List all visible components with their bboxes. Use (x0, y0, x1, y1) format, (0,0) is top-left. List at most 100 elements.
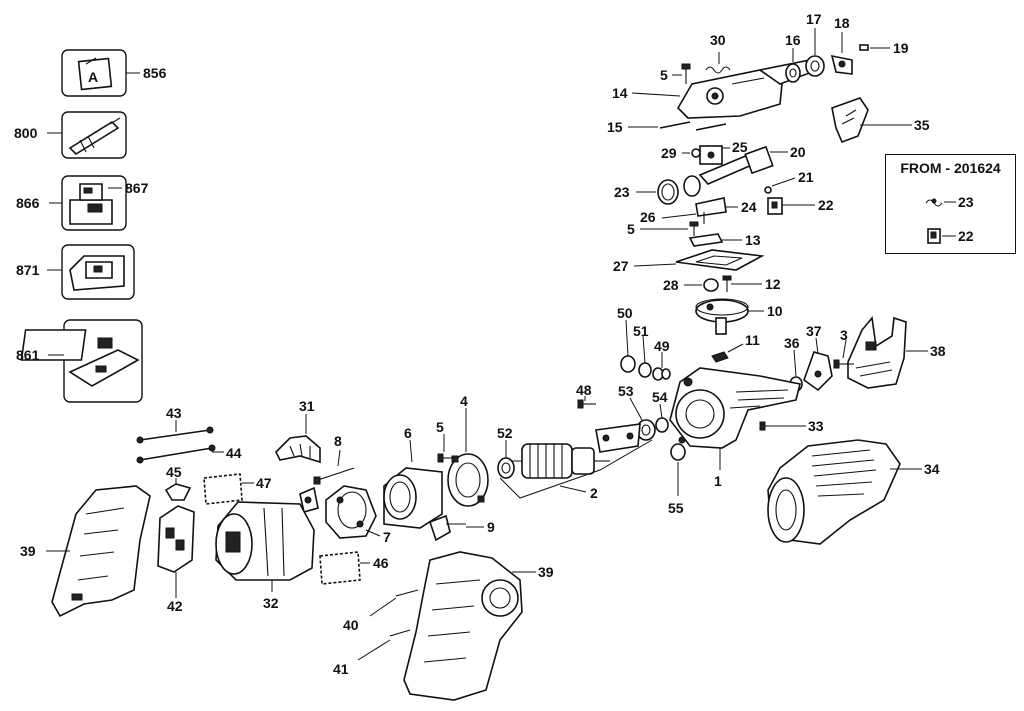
gear-10 (695, 298, 749, 335)
screw-5-top (681, 63, 691, 84)
screw-48 (577, 399, 596, 409)
callout-14: 14 (612, 85, 628, 101)
callout-25: 25 (732, 139, 748, 155)
callout-27: 27 (613, 258, 629, 274)
callout-20: 20 (790, 144, 806, 160)
brush-ring-4 (447, 453, 489, 507)
o-ring-23 (657, 179, 679, 205)
baffle-plate (595, 423, 641, 453)
bearing-50 (620, 355, 636, 373)
callout-21: 21 (798, 169, 814, 185)
callout-28: 28 (663, 277, 679, 293)
callout-19: 19 (893, 40, 909, 56)
callout-49: 49 (654, 338, 670, 354)
callout-48: 48 (576, 382, 592, 398)
o-ring-55 (670, 443, 686, 461)
screw-5-mid (689, 221, 699, 236)
callout-3: 3 (840, 327, 848, 343)
washer-17 (805, 55, 825, 77)
callout-26: 26 (640, 209, 656, 225)
battery-pack-icon (61, 175, 127, 231)
fan-cover-31 (275, 435, 321, 464)
handle-half-39-left (51, 485, 151, 618)
callout-29: 29 (661, 145, 677, 161)
callout-30: 30 (710, 32, 726, 48)
callout-2: 2 (590, 485, 598, 501)
callout-10: 10 (767, 303, 783, 319)
callout-4: 4 (460, 393, 468, 409)
inset-callout-23: 23 (958, 194, 974, 210)
manual-letter: A (88, 69, 98, 85)
callout-1: 1 (714, 473, 722, 489)
motor-end-7 (325, 485, 377, 539)
callout-5b: 5 (627, 221, 635, 237)
lever-18 (830, 54, 853, 75)
screw-8 (313, 467, 355, 485)
callout-55: 55 (668, 500, 684, 516)
callout-46: 46 (373, 555, 389, 571)
screw-33 (759, 421, 796, 431)
callout-866: 866 (16, 195, 40, 211)
callout-871: 871 (16, 262, 40, 278)
inset-callout-22: 22 (958, 228, 974, 244)
carrying-case-icon (20, 319, 143, 403)
callout-37: 37 (806, 323, 822, 339)
callout-18: 18 (834, 15, 850, 31)
callout-5a: 5 (660, 67, 668, 83)
callout-8: 8 (334, 433, 342, 449)
inset-parts: 23 22 (925, 194, 974, 244)
plunger-shaft-20 (683, 145, 774, 197)
washer-16 (785, 63, 801, 83)
bearing-52 (497, 457, 515, 479)
wire-44 (136, 444, 216, 464)
callout-800: 800 (14, 125, 38, 141)
switch-42 (157, 505, 195, 573)
callout-53: 53 (618, 383, 634, 399)
pins-15 (659, 121, 727, 131)
trigger-45 (164, 483, 192, 501)
shoe-38 (847, 316, 907, 389)
inset-title: FROM - 201624 (900, 160, 1001, 176)
brush-holder-9 (428, 514, 466, 542)
screw-41 (389, 629, 411, 637)
screw-3 (833, 359, 854, 369)
bracket-37 (803, 351, 833, 392)
callout-35: 35 (914, 117, 930, 133)
callout-42: 42 (167, 598, 183, 614)
blade-release-lever-35 (831, 97, 869, 144)
callout-33: 33 (808, 418, 824, 434)
plate-13 (688, 233, 724, 247)
callout-43: 43 (166, 405, 182, 421)
guide-24 (695, 197, 727, 224)
callout-9: 9 (487, 519, 495, 535)
callout-7: 7 (383, 529, 391, 545)
clamp-25 (699, 145, 723, 165)
switch-small-part (299, 486, 319, 514)
bearing-51 (638, 362, 652, 378)
motor-32 (215, 501, 315, 581)
screw-5-motor (437, 453, 454, 463)
clip-22 (767, 197, 783, 215)
callout-31: 31 (299, 398, 315, 414)
field-magnet-6 (383, 467, 443, 529)
pin-19 (859, 44, 869, 51)
callout-861: 861 (16, 347, 40, 363)
handle-half-39-right (403, 551, 523, 701)
callout-32: 32 (263, 595, 279, 611)
callout-16: 16 (785, 32, 801, 48)
inset-spring-icon (925, 198, 943, 207)
pin-12 (722, 275, 732, 292)
callout-11: 11 (745, 332, 760, 348)
ball-29 (691, 148, 701, 158)
battery-charger-icon (61, 244, 135, 300)
callout-54: 54 (652, 389, 668, 405)
callout-52: 52 (497, 425, 513, 441)
bearing-28 (703, 278, 719, 292)
callout-41: 41 (333, 661, 349, 677)
callout-36: 36 (784, 335, 800, 351)
callout-24: 24 (741, 199, 757, 215)
label-46 (319, 551, 361, 585)
callout-38: 38 (930, 343, 946, 359)
blade-accessory-icon (61, 111, 127, 159)
